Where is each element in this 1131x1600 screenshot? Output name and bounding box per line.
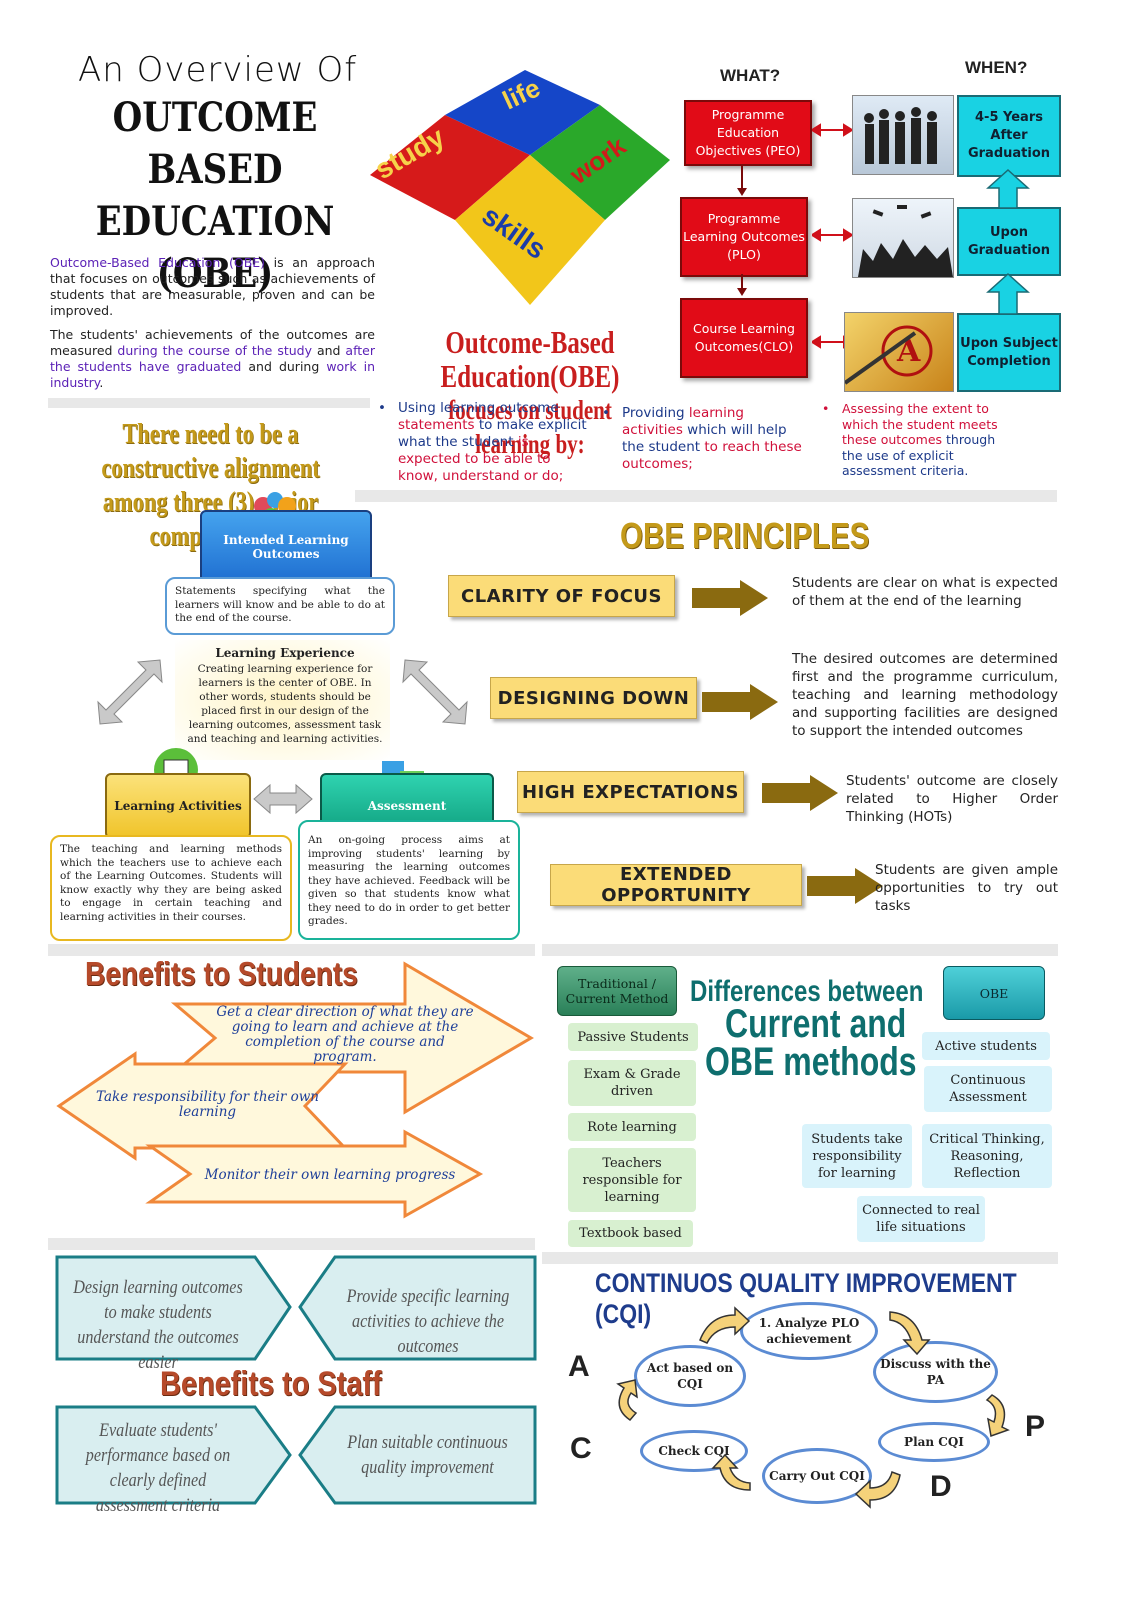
- business-people-image: [852, 95, 954, 175]
- cqi-step-discuss: Discuss with the PA: [873, 1341, 998, 1403]
- title-line1: An Overview Of: [78, 50, 358, 90]
- plo-box: Programme Learning Outcomes (PLO): [680, 197, 808, 277]
- title-line2: OUTCOME: [112, 94, 318, 141]
- staff-boxes: [55, 1255, 537, 1505]
- divider-left: [48, 398, 370, 408]
- divider-2: [48, 944, 535, 956]
- principle-4-arrow: [807, 868, 883, 904]
- intro-paragraph-1: Outcome-Based Education (OBE) is an appr…: [50, 255, 375, 318]
- traditional-header: Traditional / Current Method: [557, 966, 677, 1016]
- puzzle-piece-life: [445, 70, 600, 155]
- title-line4: (OBE): [156, 250, 274, 297]
- benefit-student-2: Take responsibility for their own learni…: [96, 1089, 319, 1120]
- bullet-3: •Assessing the extent to which the stude…: [822, 401, 998, 478]
- le-title: Learning Experience: [215, 646, 355, 660]
- trad-item-4: Teachers responsible for learning: [568, 1148, 696, 1212]
- cqi-step-carry-out: Carry Out CQI: [762, 1448, 872, 1504]
- focus-heading: Outcome-Based Education(OBE) focuses on …: [440, 324, 620, 459]
- staff-benefit-1: Design learning outcomes to make student…: [73, 1277, 243, 1373]
- peo-box: Programme Education Objectives (PEO): [684, 100, 812, 166]
- differences-heading-2: Current and: [725, 1002, 907, 1046]
- trad-item-5: Textbook based: [568, 1220, 693, 1247]
- divider-5: [542, 1252, 1058, 1264]
- when-box-3: Upon Subject Completion: [957, 313, 1061, 392]
- cqi-step-plan: Plan CQI: [878, 1422, 990, 1462]
- divider-4: [48, 1238, 535, 1250]
- ilo-pill: Intended Learning Outcomes: [200, 510, 372, 584]
- benefits-staff-heading: Benefits to Staff: [160, 1365, 382, 1403]
- le-text: Creating learning experience for learner…: [187, 663, 383, 745]
- title-line3: BASED EDUCATION: [95, 146, 335, 245]
- cqi-step-check: Check CQI: [640, 1430, 748, 1472]
- when-box-2: Upon Graduation: [957, 207, 1061, 276]
- cqi-letter-c: C: [570, 1432, 592, 1465]
- principle-3-label: HIGH EXPECTATIONS: [517, 771, 744, 813]
- obe-item-3: Students take responsibility for learnin…: [802, 1124, 912, 1188]
- when-heading: WHEN?: [965, 58, 1028, 77]
- trad-item-3: Rote learning: [568, 1113, 696, 1141]
- principle-3-arrow: [762, 775, 838, 811]
- ilo-text: Statements specifying what the learners …: [165, 577, 395, 635]
- principle-2-text: The desired outcomes are determined firs…: [792, 651, 1058, 739]
- puzzle-piece-work: [530, 105, 670, 220]
- differences-heading-3: OBE methods: [705, 1040, 917, 1084]
- assessment-text: An on-going process aims at improving st…: [298, 820, 520, 940]
- clo-box: Course Learning Outcomes(CLO): [680, 298, 808, 378]
- cqi-letter-d: D: [930, 1470, 952, 1503]
- principle-1-text: Students are clear on what is expected o…: [792, 575, 1058, 609]
- benefits-students-heading: Benefits to Students: [85, 955, 358, 992]
- obe-item-5: Connected to real life situations: [857, 1196, 985, 1242]
- principle-1-arrow: [692, 580, 768, 616]
- principles-heading: OBE PRINCIPLES: [620, 515, 870, 556]
- right-diag-arrow: [402, 659, 468, 725]
- trad-item-2: Exam & Grade driven: [568, 1060, 696, 1106]
- la-text: The teaching and learning methods which …: [50, 835, 292, 941]
- differences-heading-1: Differences between: [690, 975, 924, 1008]
- principle-2-arrow: [702, 684, 778, 720]
- up-arrows: [986, 168, 1030, 315]
- principle-2-label: DESIGNING DOWN: [490, 677, 697, 719]
- obe-item-2: Continuous Assessment: [924, 1066, 1052, 1112]
- obe-item-4: Critical Thinking, Reasoning, Reflection: [922, 1124, 1052, 1188]
- cqi-letter-p: P: [1025, 1410, 1046, 1443]
- cqi-cycle-arrows: [616, 1306, 1010, 1509]
- cqi-step-analyze: 1. Analyze PLO achievement: [740, 1302, 878, 1360]
- la-pill: Learning Activities: [105, 773, 251, 839]
- staff-benefit-3: Evaluate students' performance based on …: [85, 1420, 231, 1516]
- main-title: OUTCOME BASED EDUCATION (OBE): [75, 92, 356, 300]
- graduation-image: [852, 198, 954, 278]
- principle-3-text: Students' outcome are closely related to…: [846, 773, 1058, 825]
- when-box-1: 4-5 Years After Graduation: [957, 95, 1061, 177]
- trad-item-1: Passive Students: [568, 1023, 698, 1051]
- staff-benefit-2: Provide specific learning activities to …: [346, 1286, 510, 1357]
- cqi-heading: CONTINUOS QUALITY IMPROVEMENT (CQI): [595, 1268, 1017, 1329]
- obe-item-1: Active students: [922, 1032, 1050, 1060]
- principle-4-text: Students are given ample opportunities t…: [875, 862, 1058, 914]
- principle-1-label: CLARITY OF FOCUS: [448, 575, 675, 617]
- benefit-student-1: Get a clear direction of what they are g…: [216, 1004, 474, 1065]
- benefits-arrows: [56, 961, 534, 1219]
- bullet-2: •Providing learning activities which wil…: [602, 405, 802, 472]
- down-arrows: [737, 164, 747, 296]
- cqi-letter-a: A: [568, 1350, 590, 1383]
- horizontal-double-arrow: [253, 783, 313, 815]
- benefit-student-3: Monitor their own learning progress: [204, 1167, 456, 1183]
- puzzle-piece-study: [370, 115, 530, 220]
- what-heading: WHAT?: [720, 66, 781, 85]
- staff-benefit-4: Plan suitable continuous quality improve…: [347, 1432, 508, 1478]
- obe-header: OBE: [943, 966, 1045, 1020]
- puzzle-piece-skills: [455, 155, 605, 305]
- cqi-step-act: Act based on CQI: [634, 1345, 746, 1407]
- principle-4-label: EXTENDED OPPORTUNITY: [550, 864, 802, 906]
- intro-paragraph-2: The students' achievements of the outcom…: [50, 327, 375, 390]
- divider-3: [542, 944, 1058, 956]
- learning-experience-glow: [175, 640, 390, 760]
- left-diag-arrow: [97, 659, 163, 725]
- intro-text: Outcome-Based Education (OBE) is an appr…: [50, 255, 375, 399]
- puzzle-image: study life work skills: [370, 70, 670, 305]
- divider-1: [355, 490, 1057, 502]
- bullet-1: •Using learning outcome statements to ma…: [378, 400, 587, 484]
- grade-a-image: A: [843, 312, 954, 392]
